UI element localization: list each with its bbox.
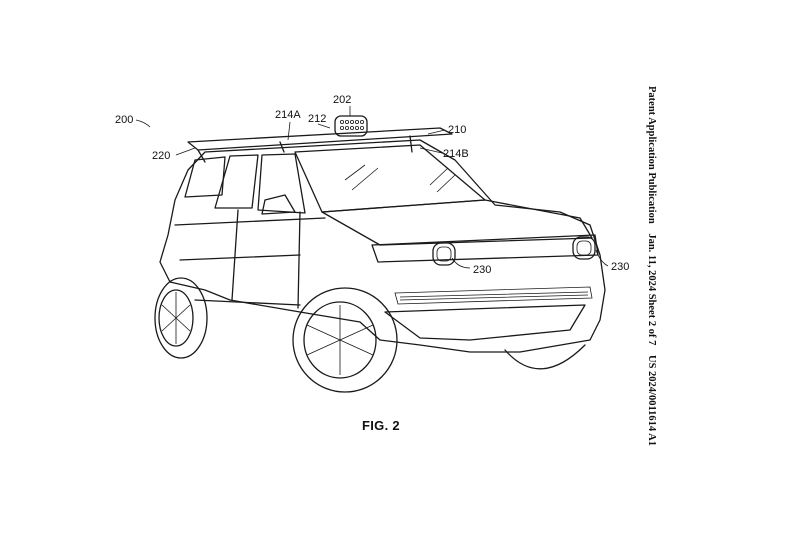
figure-caption: FIG. 2 [362,418,400,433]
roof-rack [187,127,453,163]
vehicle-body [159,139,606,353]
publication-title: Patent Application Publication [646,86,657,224]
ref-214b: 214B [443,148,469,160]
ref-214a: 214A [275,109,301,121]
ref-230-left: 230 [473,264,492,276]
sensor-pod [334,115,368,137]
leader-lines [135,106,609,269]
ref-220: 220 [152,150,171,162]
ref-200: 200 [115,114,134,126]
ref-210: 210 [448,124,467,136]
publication-date-sheet: Jan. 11, 2024 Sheet 2 of 7 [646,233,657,346]
wheels [154,277,586,393]
publication-header: Patent Application Publication Jan. 11, … [643,86,657,446]
headlights [432,236,596,266]
publication-number: US 2024/0011614 A1 [646,354,657,446]
ref-212: 212 [308,113,327,125]
ref-230-right: 230 [611,261,630,273]
ref-202: 202 [333,94,352,106]
